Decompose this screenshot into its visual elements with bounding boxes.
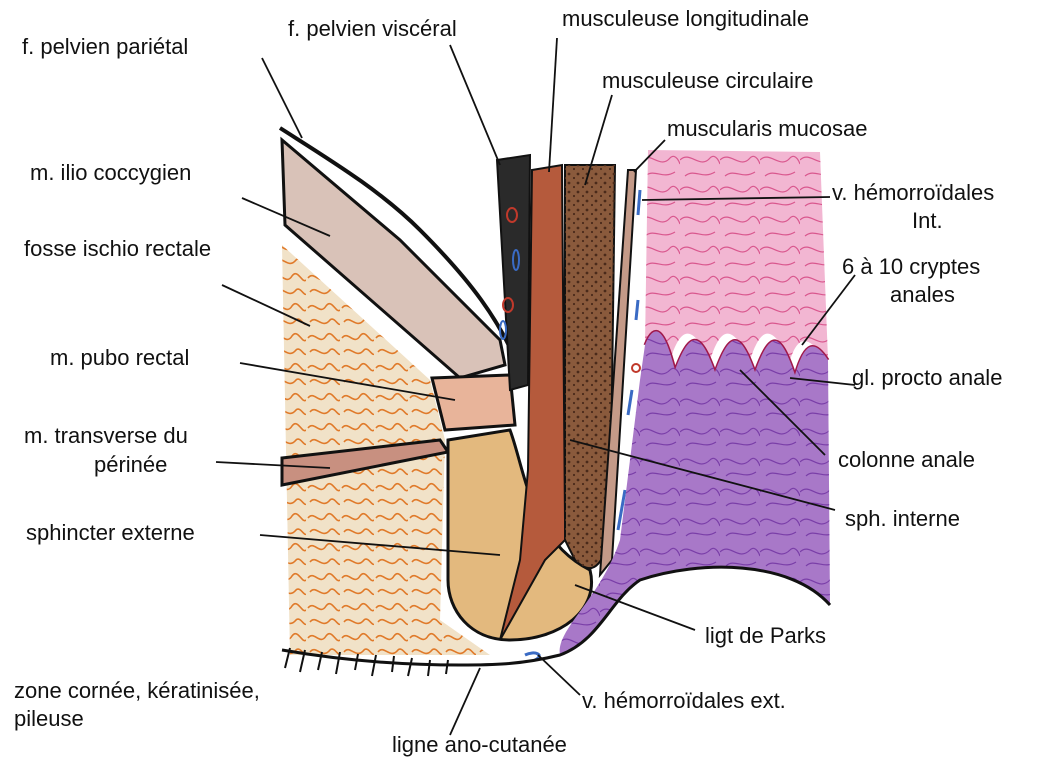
label-cornified-zone-2: pileuse: [14, 706, 84, 732]
label-ischiorectal-fossa: fosse ischio rectale: [24, 236, 211, 262]
label-internal-sphincter: sph. interne: [845, 506, 960, 532]
label-external-hemorrhoidal: v. hémorroïdales ext.: [582, 688, 786, 714]
label-pelvic-visceral: f. pelvien viscéral: [288, 16, 457, 42]
label-pelvic-parietal: f. pelvien pariétal: [22, 34, 188, 60]
label-anal-crypts-2: anales: [890, 282, 955, 308]
label-anal-crypts-1: 6 à 10 cryptes: [842, 254, 980, 280]
label-puborectalis: m. pubo rectal: [50, 345, 189, 371]
label-circular-muscle: musculeuse circulaire: [602, 68, 814, 94]
label-transverse-perineal-1: m. transverse du: [24, 423, 188, 449]
label-external-sphincter: sphincter externe: [26, 520, 195, 546]
label-longitudinal-muscle: musculeuse longitudinale: [562, 6, 809, 32]
label-anal-column: colonne anale: [838, 447, 975, 473]
label-proctodeal-gland: gl. procto anale: [852, 365, 1002, 391]
label-muscularis-mucosae: muscularis mucosae: [667, 116, 868, 142]
label-cornified-zone-1: zone cornée, kératinisée,: [14, 678, 260, 704]
label-transverse-perineal-2: périnée: [94, 452, 167, 478]
label-internal-hemorrhoidal-2: Int.: [912, 208, 943, 234]
label-internal-hemorrhoidal-1: v. hémorroïdales: [832, 180, 994, 206]
puborectalis: [432, 375, 515, 430]
rectal-mucosa-pattern: [645, 150, 828, 360]
label-ilio-coccygeus: m. ilio coccygien: [30, 160, 191, 186]
label-anocutaneous-line: ligne ano-cutanée: [392, 732, 567, 758]
label-parks-ligament: ligt de Parks: [705, 623, 826, 649]
